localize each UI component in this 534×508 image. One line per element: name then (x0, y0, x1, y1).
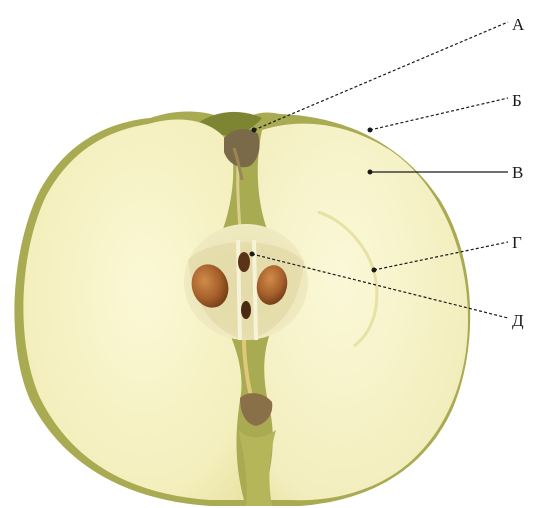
leader-dot-b (368, 128, 373, 133)
label-g: Г (512, 233, 522, 252)
label-d: Д (512, 311, 524, 330)
seed-center-top (238, 252, 250, 272)
label-b-group: Б (368, 91, 522, 133)
leader-dot-a (252, 128, 257, 133)
label-v: В (512, 163, 523, 182)
leader-dot-d (250, 252, 255, 257)
seed-center-bottom (241, 301, 251, 319)
leader-dot-g (372, 268, 377, 273)
leader-dot-v (368, 170, 373, 175)
leader-line-a (254, 22, 508, 130)
label-b: Б (512, 91, 522, 110)
leader-line-b (370, 98, 508, 130)
label-a: А (512, 15, 525, 34)
